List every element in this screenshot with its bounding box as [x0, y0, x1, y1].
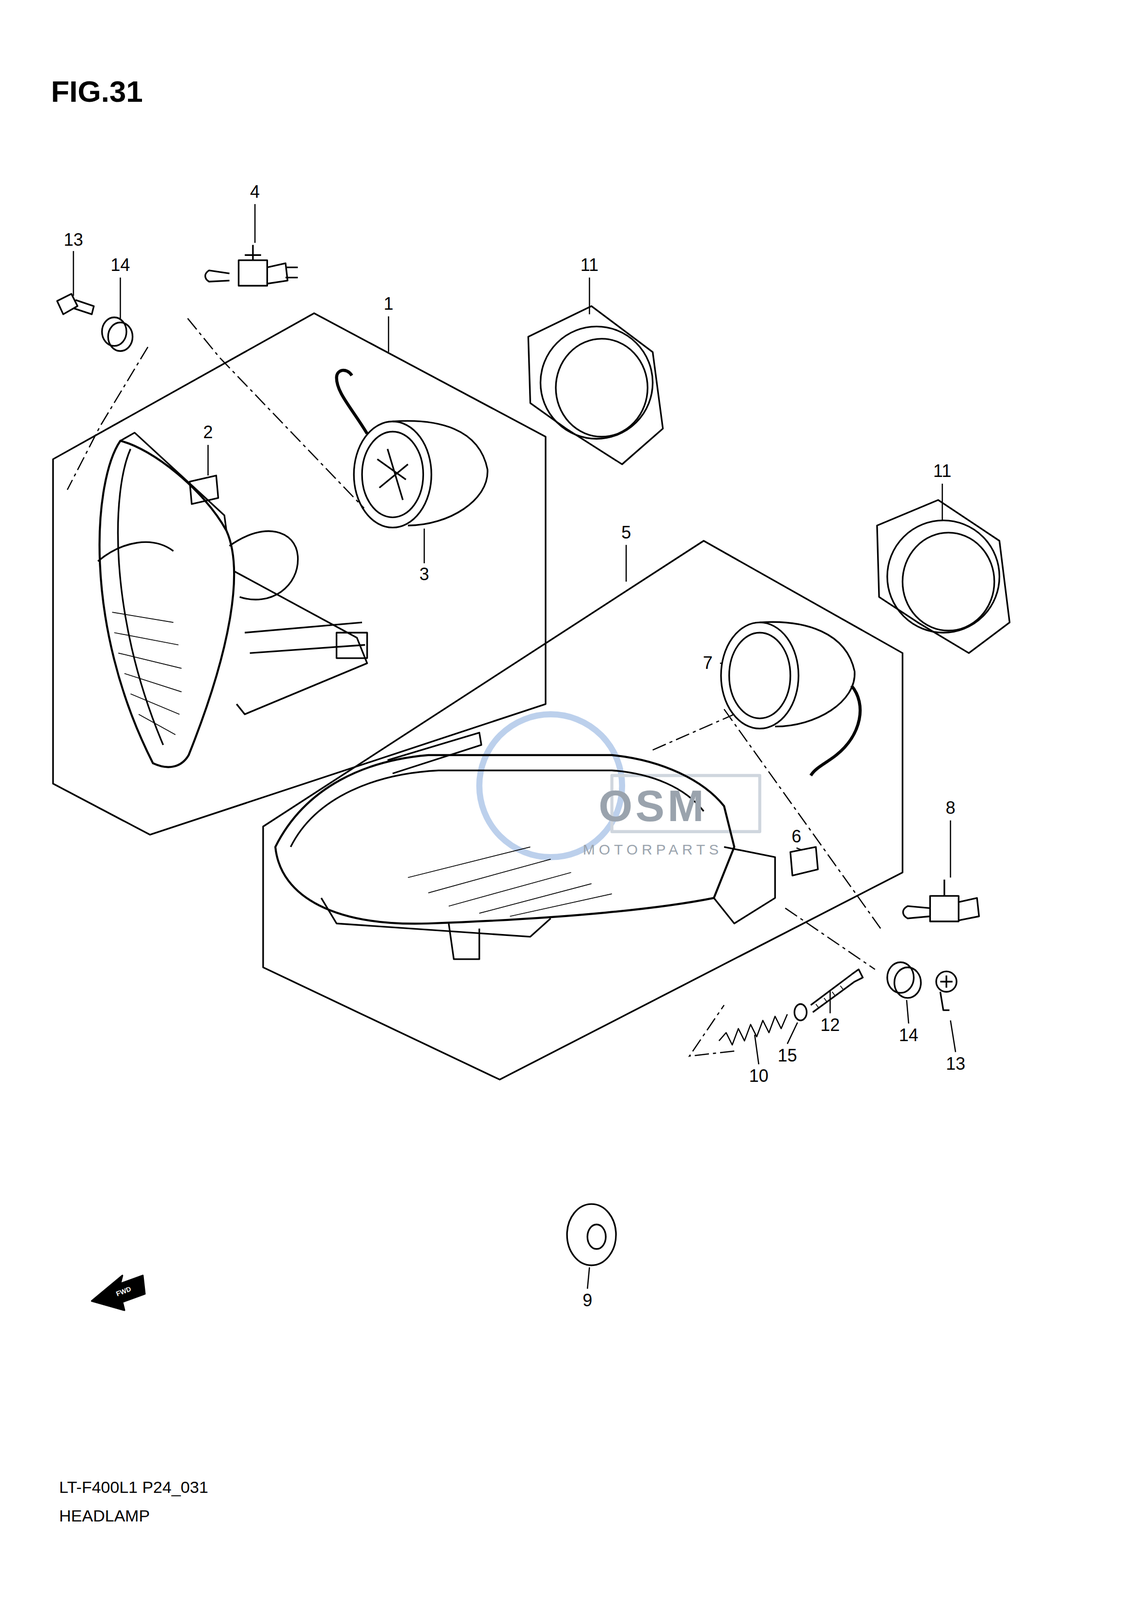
callout-number: 8: [945, 799, 956, 817]
callout-number: 11: [580, 256, 599, 274]
callout-number: 6: [791, 827, 802, 846]
callout-number: 13: [63, 231, 83, 249]
callout-number: 12: [820, 1016, 840, 1034]
figure-caption: HEADLAMP: [59, 1507, 150, 1524]
figure-code: LT-F400L1 P24_031: [59, 1478, 209, 1495]
callout-number: 3: [419, 565, 429, 583]
watermark: OSM: [598, 784, 707, 828]
callout-number: 11: [933, 462, 952, 480]
callout-number: 10: [749, 1067, 769, 1085]
callout-number: 4: [250, 183, 260, 201]
callout-number: 13: [945, 1054, 966, 1073]
callout-number: 5: [621, 523, 631, 542]
callout-number: 7: [703, 654, 713, 672]
callout-number: 9: [582, 1291, 593, 1309]
callout-number: 14: [110, 256, 130, 274]
callout-number: 1: [383, 295, 394, 313]
callout-number: 15: [777, 1046, 798, 1065]
callout-number: 14: [898, 1026, 919, 1044]
callout-number: 2: [203, 423, 213, 441]
figure-title: FIG.31: [50, 76, 143, 107]
watermark: MOTORPARTS: [582, 842, 723, 857]
